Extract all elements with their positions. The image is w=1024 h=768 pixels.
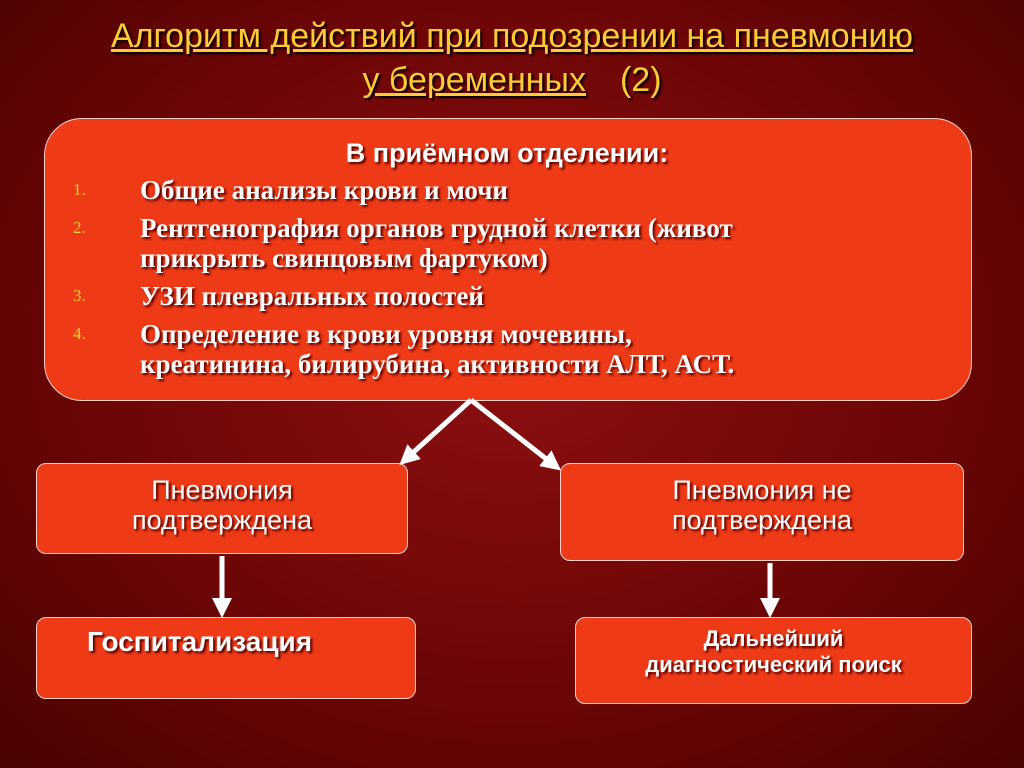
step-number: 2. bbox=[73, 218, 86, 237]
further-search-text: Дальнейший bbox=[703, 626, 844, 651]
title-line-1: Алгоритм действий при подозрении на пнев… bbox=[111, 17, 913, 55]
admission-steps-list: 1. Общие анализы крови и мочи 2. Рентген… bbox=[73, 175, 941, 379]
not-confirmed-text: Пневмония не bbox=[672, 475, 852, 505]
admission-step-1: 1. Общие анализы крови и мочи bbox=[73, 175, 941, 205]
step-text: Общие анализы крови и мочи bbox=[140, 175, 508, 205]
step-number: 3. bbox=[73, 286, 86, 305]
admission-heading: В приёмном отделении: bbox=[345, 138, 669, 168]
further-search-text: диагностический поиск bbox=[645, 652, 902, 677]
pneumonia-not-confirmed-box: Пневмония не подтверждена bbox=[560, 463, 964, 561]
step-text: прикрыть свинцовым фартуком) bbox=[140, 243, 548, 273]
hospitalization-box: Госпитализация bbox=[36, 617, 416, 699]
admission-department-box: В приёмном отделении: 1. Общие анализы к… bbox=[44, 118, 972, 401]
admission-step-3: 3. УЗИ плевральных полостей bbox=[73, 281, 941, 311]
further-diagnostic-search-box: Дальнейший диагностический поиск bbox=[575, 617, 972, 704]
admission-step-2: 2. Рентгенография органов грудной клетки… bbox=[73, 213, 941, 273]
step-number: 1. bbox=[73, 180, 86, 199]
hospitalization-text: Госпитализация bbox=[87, 626, 313, 657]
step-text: УЗИ плевральных полостей bbox=[140, 281, 484, 311]
arrow-to-not-confirmed bbox=[469, 398, 562, 471]
step-text: креатинина, билирубина, активности АЛТ, … bbox=[140, 349, 735, 379]
arrow-to-confirmed bbox=[399, 398, 473, 466]
confirmed-text: подтверждена bbox=[132, 505, 312, 535]
slide-title: Алгоритм действий при подозрении на пнев… bbox=[0, 14, 1024, 102]
step-text: Рентгенография органов грудной клетки (ж… bbox=[140, 213, 733, 243]
step-text: Определение в крови уровня мочевины, bbox=[140, 319, 632, 349]
title-line-2-wrap: у беременных (2) bbox=[0, 58, 1024, 102]
not-confirmed-text: подтверждена bbox=[672, 505, 852, 535]
step-number: 4. bbox=[73, 324, 86, 343]
title-line-2: у беременных bbox=[362, 61, 586, 99]
title-slide-number: (2) bbox=[619, 61, 662, 99]
admission-step-4: 4. Определение в крови уровня мочевины, … bbox=[73, 319, 941, 379]
pneumonia-confirmed-box: Пневмония подтверждена bbox=[36, 463, 408, 554]
confirmed-text: Пневмония bbox=[151, 475, 293, 505]
